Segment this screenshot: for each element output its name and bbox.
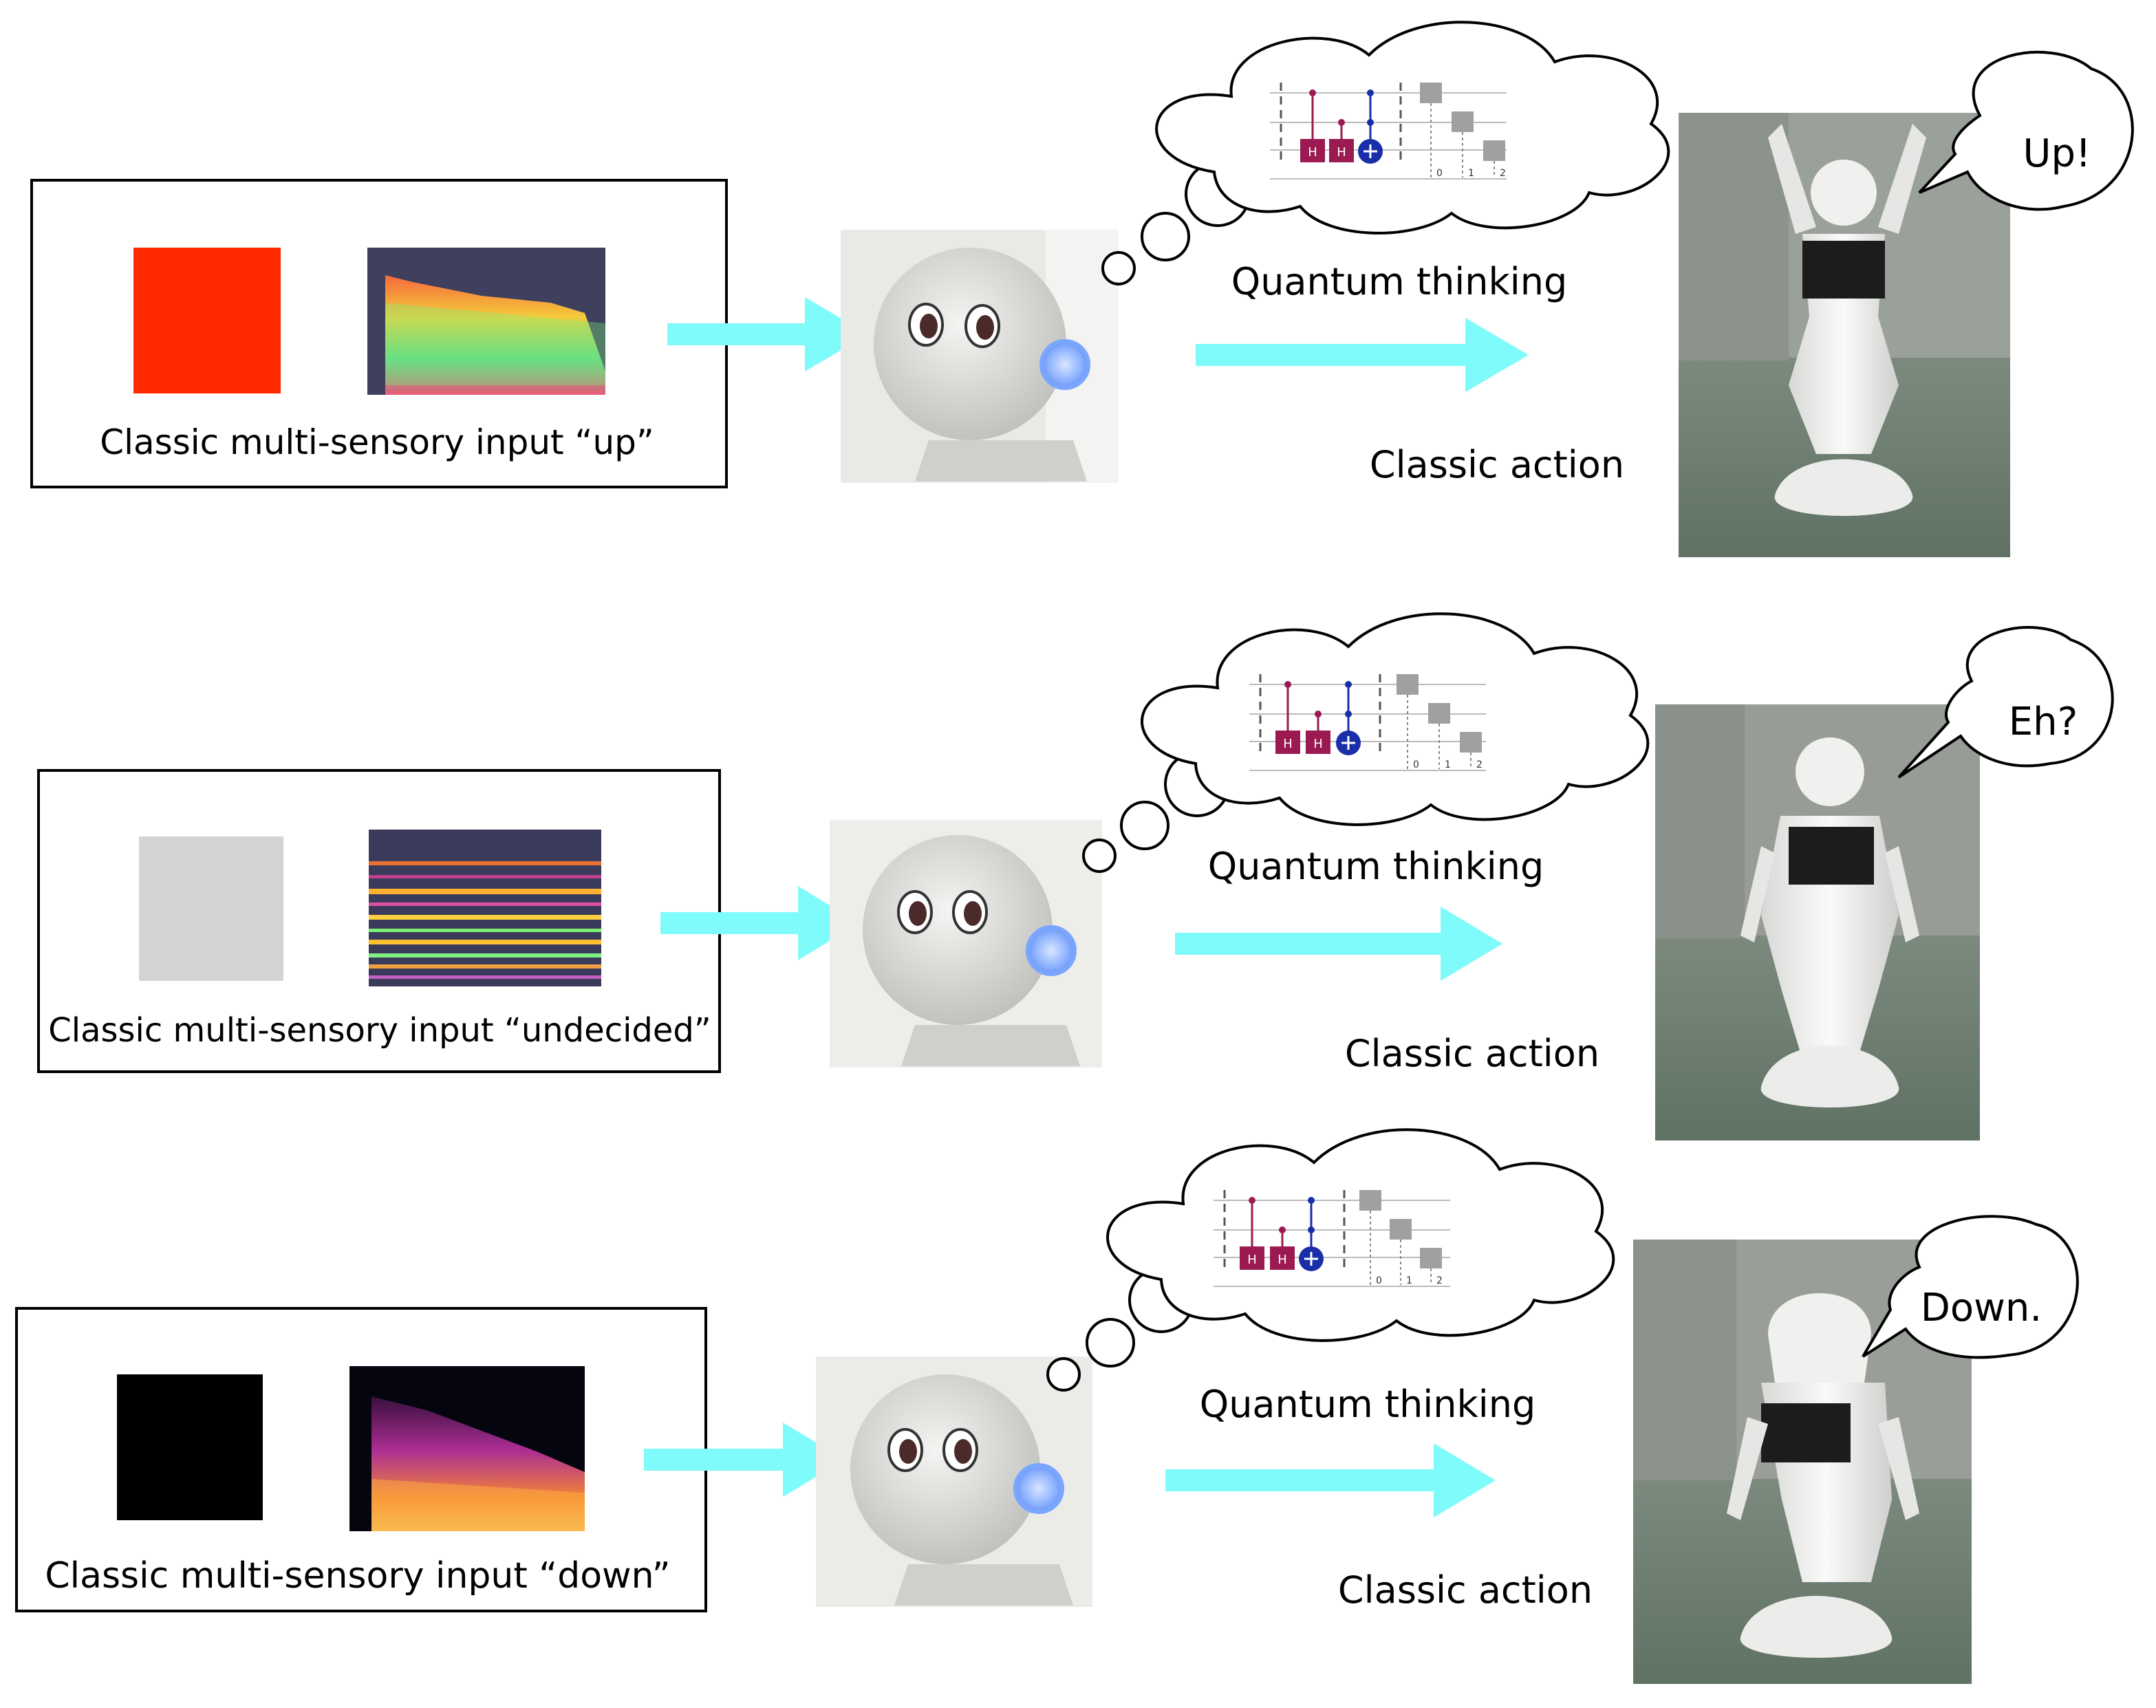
- hadamard-gate-icon: [1270, 1246, 1295, 1270]
- qubit-label: 1: [1445, 759, 1451, 770]
- qubit-label: 0: [1376, 1275, 1382, 1286]
- action-label: Classic action: [1338, 1568, 1593, 1612]
- gate-label: H: [1247, 1253, 1257, 1267]
- row-1: Classic multi-sensory input “up”: [30, 21, 2134, 557]
- gate-label: H: [1337, 145, 1346, 160]
- qubit-label: 1: [1468, 168, 1474, 179]
- row-3: Classic multi-sensory input “down”: [15, 1128, 2079, 1684]
- measurement-icon: [1483, 140, 1505, 161]
- robot-pose-image: [1633, 1240, 1972, 1684]
- row-2: Classic multi-sensory input “undecided”: [37, 612, 2114, 1141]
- spectrogram: [349, 1366, 585, 1531]
- gate-label: H: [1283, 737, 1293, 751]
- hadamard-gate-icon: [1240, 1246, 1264, 1270]
- arrow-thinking-to-action: [1196, 318, 1529, 392]
- input-label: Classic multi-sensory input “down”: [45, 1555, 670, 1597]
- measurement-icon: [1359, 1190, 1381, 1211]
- measurement-icon: [1452, 111, 1474, 132]
- arrow-input-to-robot: [667, 297, 868, 371]
- qubit-label: 0: [1436, 168, 1443, 179]
- quantum-circuit: H H 0 1 2: [1249, 674, 1486, 771]
- hadamard-gate-icon: [1300, 139, 1325, 162]
- robot-head-image: [830, 820, 1102, 1068]
- gate-label: H: [1313, 737, 1323, 751]
- measurement-icon: [1428, 703, 1450, 724]
- thought-bubble: [1082, 612, 1650, 873]
- speech-bubble: Eh?: [1897, 626, 2114, 779]
- qubit-label: 1: [1406, 1275, 1412, 1286]
- measurement-icon: [1397, 674, 1419, 695]
- measurement-icon: [1390, 1219, 1412, 1240]
- thinking-label: Quantum thinking: [1200, 1383, 1536, 1426]
- arrow-input-to-robot: [660, 886, 859, 960]
- measurement-icon: [1420, 83, 1442, 103]
- thinking-label: Quantum thinking: [1231, 260, 1568, 303]
- action-label: Classic action: [1345, 1032, 1599, 1075]
- color-swatch: [133, 248, 281, 393]
- speech-bubble: Up!: [1918, 50, 2134, 211]
- speech-bubble: Down.: [1862, 1215, 2079, 1359]
- hadamard-gate-icon: [1275, 731, 1300, 754]
- arrow-input-to-robot: [644, 1423, 845, 1497]
- action-label: Classic action: [1370, 443, 1624, 486]
- qubit-label: 2: [1500, 168, 1506, 179]
- quantum-circuit: H H 0 1 2: [1214, 1190, 1450, 1287]
- speech-text: Up!: [2023, 131, 2091, 176]
- hadamard-gate-icon: [1306, 731, 1330, 754]
- input-label: Classic multi-sensory input “undecided”: [48, 1011, 711, 1050]
- speech-text: Eh?: [2009, 700, 2078, 744]
- robot-head-image: [841, 230, 1119, 483]
- measurement-icon: [1460, 732, 1482, 753]
- arrow-thinking-to-action: [1165, 1443, 1496, 1517]
- hadamard-gate-icon: [1329, 139, 1354, 162]
- gate-label: H: [1278, 1253, 1287, 1267]
- robot-head-image: [816, 1356, 1092, 1607]
- color-swatch: [117, 1374, 263, 1520]
- spectrogram: [367, 248, 605, 395]
- measurement-icon: [1420, 1248, 1442, 1268]
- robot-pose-image: [1679, 113, 2010, 557]
- gate-label: H: [1308, 145, 1317, 160]
- speech-text: Down.: [1921, 1286, 2042, 1330]
- robot-pose-image: [1655, 704, 1980, 1141]
- qubit-label: 2: [1436, 1275, 1443, 1286]
- qubit-label: 0: [1413, 759, 1419, 770]
- thought-bubble: [1101, 21, 1670, 285]
- quantum-circuit: H H 0 1 2: [1270, 83, 1507, 180]
- arrow-thinking-to-action: [1175, 907, 1502, 981]
- qubit-label: 2: [1476, 759, 1483, 770]
- color-swatch: [139, 836, 283, 981]
- input-label: Classic multi-sensory input “up”: [100, 422, 654, 462]
- thought-bubble: [1046, 1128, 1615, 1392]
- thinking-label: Quantum thinking: [1208, 845, 1544, 888]
- spectrogram: [369, 830, 601, 986]
